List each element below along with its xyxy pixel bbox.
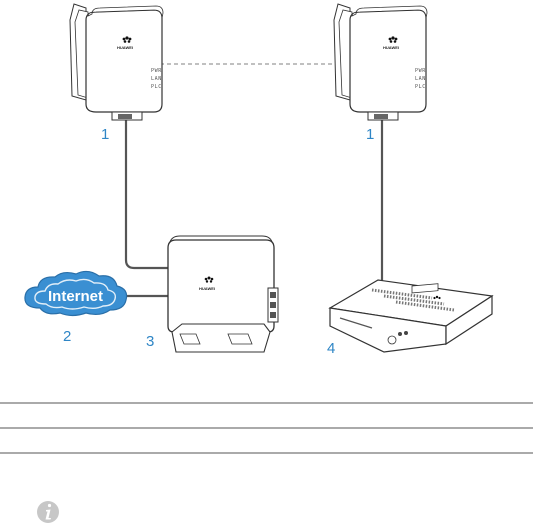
- cable-adapter-to-router: [124, 120, 168, 270]
- huawei-logo-icon: [388, 36, 398, 43]
- router-device: HUAWEI: [167, 235, 279, 353]
- huawei-logo-icon: [433, 295, 441, 300]
- internet-cloud-icon: Internet: [24, 270, 128, 317]
- powerline-adapter-right: HUAWEI PWR LAN PLC: [333, 3, 428, 121]
- indicator-pwr: PWR: [151, 68, 162, 74]
- brand-text: HUAWEI: [383, 45, 399, 50]
- label-powerline-left: 1: [101, 126, 109, 143]
- indicator-lan: LAN: [415, 76, 426, 82]
- powerline-adapter-left: HUAWEI PWR LAN PLC: [69, 3, 164, 121]
- internet-label: Internet: [48, 288, 103, 305]
- huawei-logo-icon: [122, 36, 132, 43]
- label-stb: 4: [327, 340, 335, 357]
- set-top-box-device: [328, 279, 494, 353]
- huawei-logo-icon: [204, 276, 214, 283]
- label-internet: 2: [63, 328, 71, 345]
- brand-text: HUAWEI: [117, 45, 133, 50]
- indicator-lan: LAN: [151, 76, 162, 82]
- indicator-plc: PLC: [151, 84, 162, 90]
- indicator-pwr: PWR: [415, 68, 426, 74]
- label-router: 3: [146, 333, 154, 350]
- indicator-plc: PLC: [415, 84, 426, 90]
- brand-text: HUAWEI: [199, 286, 215, 291]
- label-powerline-right: 1: [366, 126, 374, 143]
- info-icon: [37, 501, 59, 523]
